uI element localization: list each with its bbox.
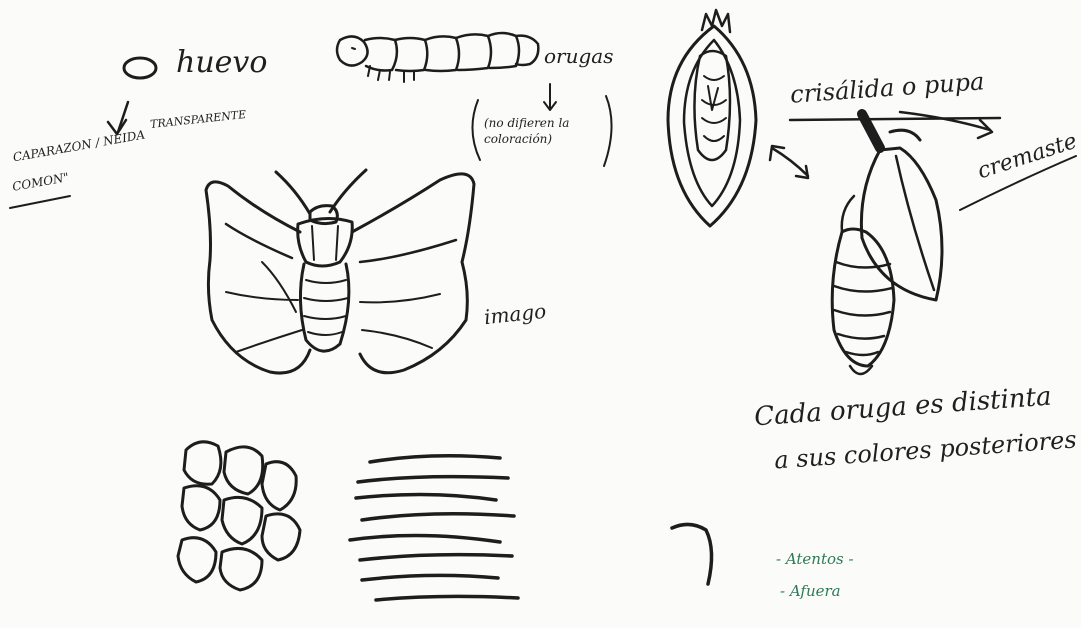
hook-mark [672, 524, 712, 584]
larva-note: (no difieren la coloración) [484, 116, 604, 147]
chrysalis-label-lines [790, 112, 1000, 138]
larva-label: orugas [544, 46, 613, 66]
egg-note-underline [10, 196, 70, 208]
larva-arrow [544, 84, 556, 110]
green-note-line-2: - Afuera [780, 584, 841, 599]
cocoon-drawing [668, 10, 756, 226]
egg-label: huevo [176, 48, 267, 78]
egg-cluster-drawing [178, 442, 300, 590]
caterpillar-drawing [337, 33, 538, 82]
chrysalis-drawing [832, 114, 942, 374]
egg-drawing [124, 58, 156, 78]
egg-arrow [108, 102, 128, 134]
imago-label: imago [483, 301, 547, 327]
green-note-line-1: - Atentos - [776, 552, 854, 567]
transform-arrow [770, 146, 808, 178]
hatching-drawing [350, 456, 518, 600]
moth-drawing [206, 170, 474, 373]
